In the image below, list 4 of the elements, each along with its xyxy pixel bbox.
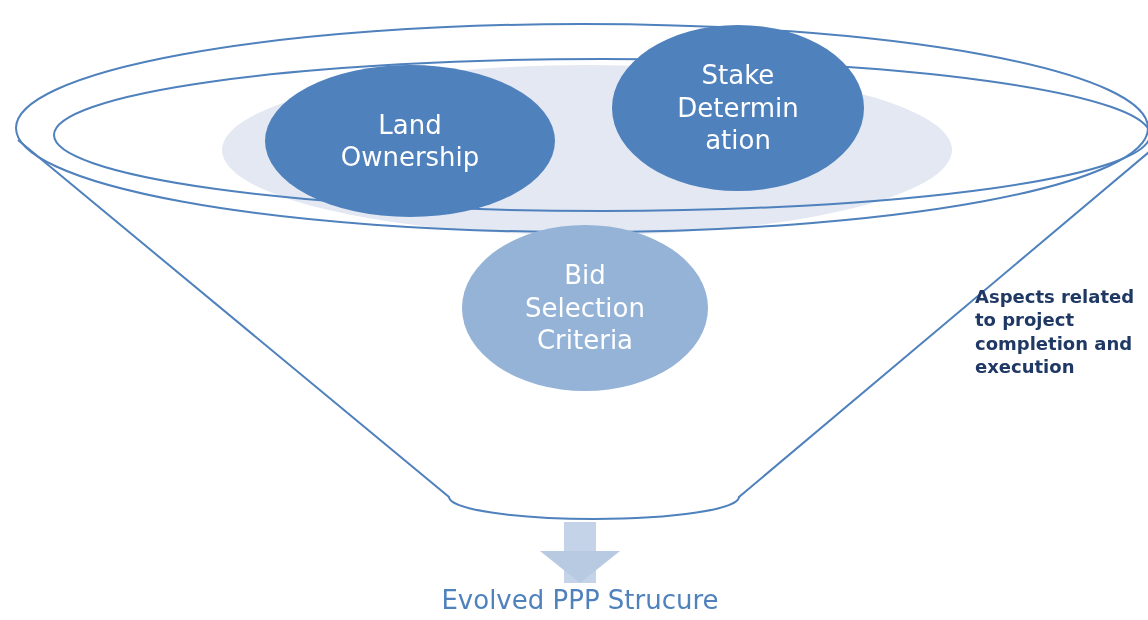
outcome-text: Evolved PPP Strucure <box>340 585 820 620</box>
note-text: Aspects related to project completion and execution <box>975 285 1136 379</box>
topic-circle: Bid Selection Criteria <box>462 225 708 391</box>
block-arrow <box>540 522 620 583</box>
